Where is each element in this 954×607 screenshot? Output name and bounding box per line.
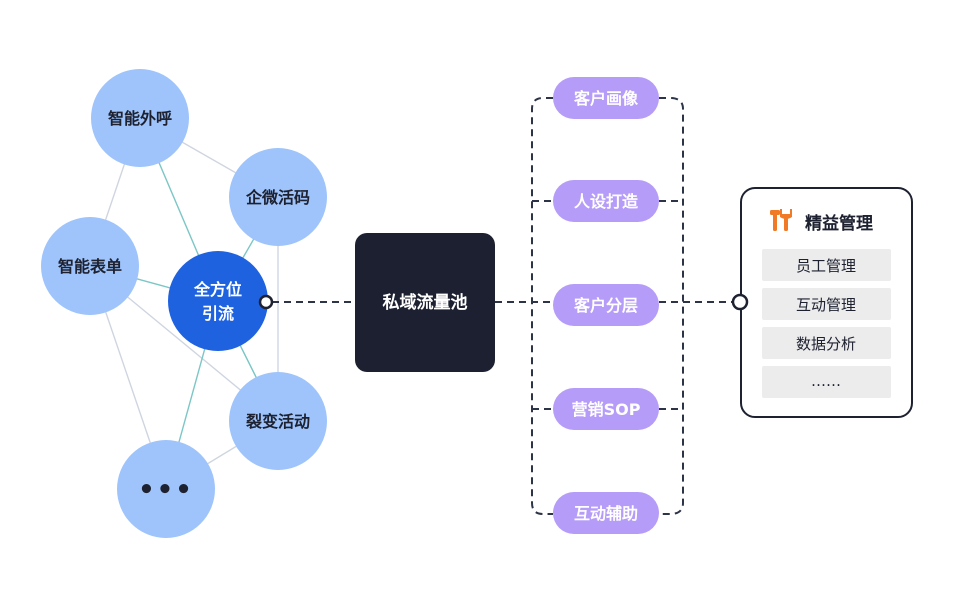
- panel-item-bg: [762, 327, 891, 359]
- panel-item: 互动管理: [796, 296, 856, 314]
- tools-icon: [770, 209, 792, 231]
- pill-bg: [553, 388, 659, 430]
- panel-title: 精益管理: [805, 213, 873, 234]
- node-label: 智能表单: [58, 257, 122, 276]
- panel-item: 员工管理: [796, 257, 856, 275]
- hub-rect: [355, 233, 495, 372]
- panel-item-ellipsis: ……: [811, 372, 841, 390]
- center-connector-dot: [258, 294, 274, 310]
- stage-label: 互动辅助: [574, 504, 638, 523]
- node-call: 智能外呼: [91, 69, 189, 167]
- stage-label: 客户画像: [574, 89, 639, 108]
- node-wecom: 企微活码: [229, 148, 327, 246]
- node-circle: [41, 217, 139, 315]
- stages-bracket-right: [659, 97, 684, 515]
- center-label-line1: 全方位: [193, 280, 242, 299]
- node-more: •••: [117, 440, 215, 538]
- node-form: 智能表单: [41, 217, 139, 315]
- stage-label: 客户分层: [574, 296, 638, 315]
- pill-bg: [553, 284, 659, 326]
- pill-bg: [553, 77, 659, 119]
- center-label-line2: 引流: [202, 304, 234, 323]
- ellipsis-icon: •••: [138, 475, 194, 505]
- stage-pill: 营销SOP: [553, 388, 659, 430]
- hub-box: 私域流量池: [355, 233, 495, 372]
- management-panel: 精益管理 员工管理 互动管理 数据分析 ……: [731, 187, 913, 418]
- center-circle: [168, 251, 268, 351]
- panel-item-bg: [762, 249, 891, 281]
- pill-bg: [553, 492, 659, 534]
- panel-item-bg: [762, 288, 891, 320]
- node-center: 全方位 引流: [168, 251, 274, 351]
- stages-bracket-left: [531, 97, 553, 515]
- node-circle: [229, 372, 327, 470]
- panel-item: 数据分析: [796, 335, 856, 353]
- stage-label: 营销SOP: [572, 400, 641, 419]
- stage-pill: 人设打造: [553, 180, 659, 222]
- flow-lines: [272, 97, 734, 515]
- node-circle: [91, 69, 189, 167]
- node-circle: [117, 440, 215, 538]
- stage-pill: 客户画像: [553, 77, 659, 119]
- node-circle: [229, 148, 327, 246]
- node-fission: 裂变活动: [229, 372, 327, 470]
- panel-item-bg: [762, 366, 891, 398]
- stage-pill: 互动辅助: [553, 492, 659, 534]
- hub-label: 私域流量池: [383, 292, 468, 313]
- node-label: 企微活码: [245, 188, 310, 207]
- pill-bg: [553, 180, 659, 222]
- node-label: 裂变活动: [245, 412, 310, 431]
- stage-pill: 客户分层: [553, 284, 659, 326]
- node-label: 智能外呼: [108, 109, 172, 128]
- panel-connector-dot: [731, 293, 749, 311]
- stage-label: 人设打造: [574, 192, 639, 211]
